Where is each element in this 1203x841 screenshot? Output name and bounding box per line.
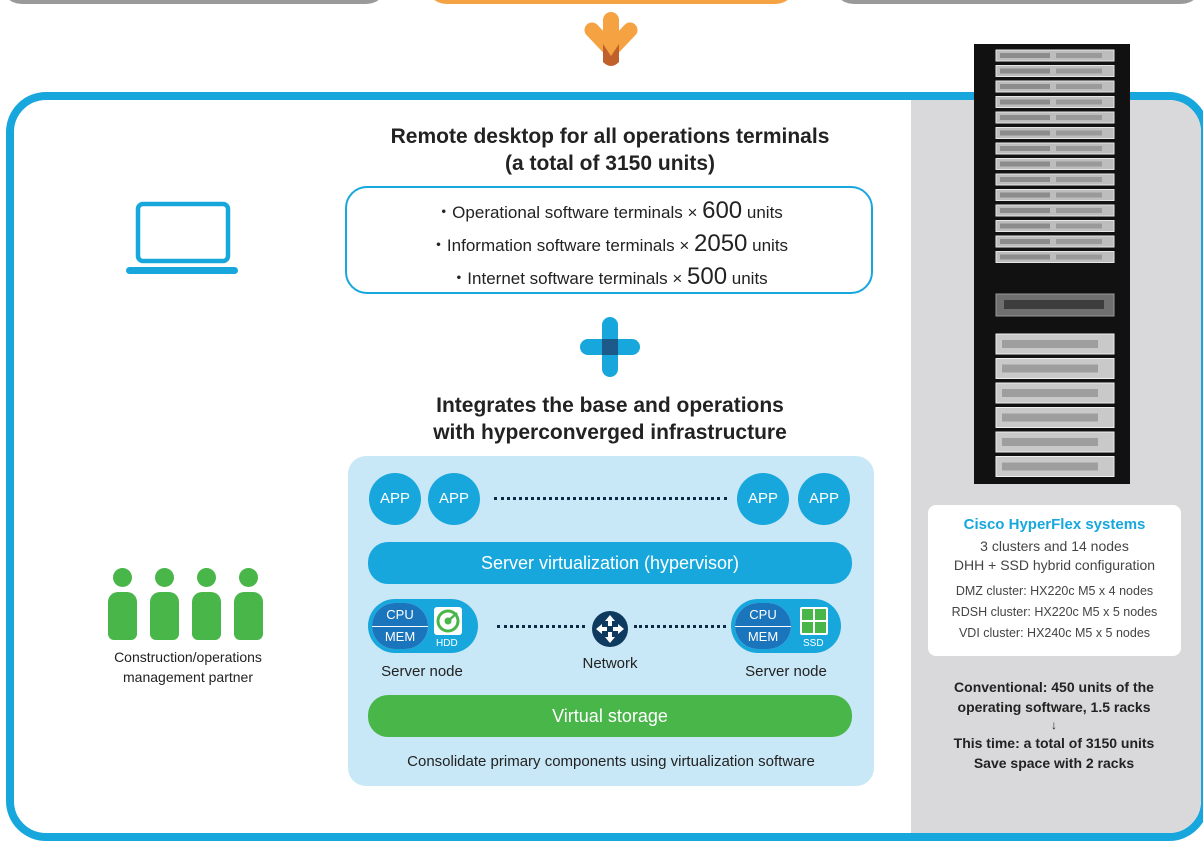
app-bubble: APP (798, 473, 850, 525)
heading-line-4: with hyperconverged infrastructure (433, 421, 787, 444)
partner-label: Construction/operations management partn… (80, 647, 296, 687)
top-card-right (832, 0, 1203, 4)
server-node-left: CPU MEM HDD (368, 599, 478, 653)
plus-icon (580, 317, 640, 377)
hdd-icon (434, 607, 462, 635)
server-node-right: CPU MEM SSD (731, 599, 841, 653)
summary-line-4: Save space with 2 racks (973, 755, 1135, 771)
summary-line-3: This time: a total of 3150 units (953, 735, 1155, 751)
cluster-line-vdi: VDI cluster: HX240c M5 x 5 nodes (958, 626, 1151, 640)
ssd-label: SSD (803, 638, 824, 649)
down-arrow-icon (584, 12, 638, 66)
app-bubble: APP (369, 473, 421, 525)
cpu-label: CPU (372, 603, 428, 626)
hyperflex-line: DHH + SSD hybrid configuration (953, 557, 1156, 573)
heading-hyperconverged: Integrates the base and operations with … (330, 392, 890, 446)
laptop-icon (126, 201, 238, 274)
server-rack-image (974, 44, 1130, 484)
terminal-line-operational: ・Operational software terminals × 600 un… (435, 197, 783, 224)
top-card-center (425, 0, 797, 4)
terminal-line-internet: ・Internet software terminals × 500 units (450, 263, 768, 290)
cluster-line-dmz: DMZ cluster: HX220c M5 x 4 nodes (955, 584, 1154, 598)
network-dots-left (497, 625, 585, 628)
heading-remote-desktop: Remote desktop for all operations termin… (330, 123, 890, 177)
summary-line-1: Conventional: 450 units of the (954, 679, 1154, 695)
app-dots (494, 497, 727, 500)
hdd-label: HDD (436, 638, 458, 649)
hyperflex-line: 3 clusters and 14 nodes (980, 538, 1129, 554)
hyperflex-spec-box: Cisco HyperFlex systems 3 clusters and 1… (928, 505, 1181, 656)
app-bubble: APP (737, 473, 789, 525)
heading-line-3: Integrates the base and operations (436, 394, 784, 417)
mem-label: MEM (372, 626, 428, 649)
mem-label: MEM (735, 626, 791, 649)
terminals-box: ・Operational software terminals × 600 un… (345, 186, 873, 294)
terminal-line-information: ・Information software terminals × 2050 u… (429, 230, 789, 257)
hyperflex-title: Cisco HyperFlex systems (963, 516, 1146, 533)
network-dots-right (634, 625, 726, 628)
virtual-storage-bar: Virtual storage (368, 695, 852, 737)
ssd-icon (800, 607, 828, 635)
hypervisor-bar: Server virtualization (hypervisor) (368, 542, 852, 584)
top-card-left (0, 0, 388, 4)
partner-line-2: management partner (123, 669, 253, 685)
network-router-icon (592, 611, 628, 647)
app-bubble: APP (428, 473, 480, 525)
cluster-line-rdsh: RDSH cluster: HX220c M5 x 5 nodes (951, 605, 1158, 619)
infrastructure-caption: Consolidate primary components using vir… (407, 753, 815, 770)
summary-arrow: ↓ (1051, 718, 1057, 732)
cpu-label: CPU (735, 603, 791, 626)
partner-line-1: Construction/operations (114, 649, 262, 665)
summary-text: Conventional: 450 units of the operating… (913, 677, 1195, 773)
heading-line-2: (a total of 3150 units) (504, 152, 716, 175)
network-label: Network (582, 655, 638, 672)
server-node-right-label: Server node (745, 663, 827, 680)
server-node-left-label: Server node (381, 663, 463, 680)
summary-line-2: operating software, 1.5 racks (957, 699, 1151, 715)
heading-line-1: Remote desktop for all operations termin… (390, 125, 830, 148)
